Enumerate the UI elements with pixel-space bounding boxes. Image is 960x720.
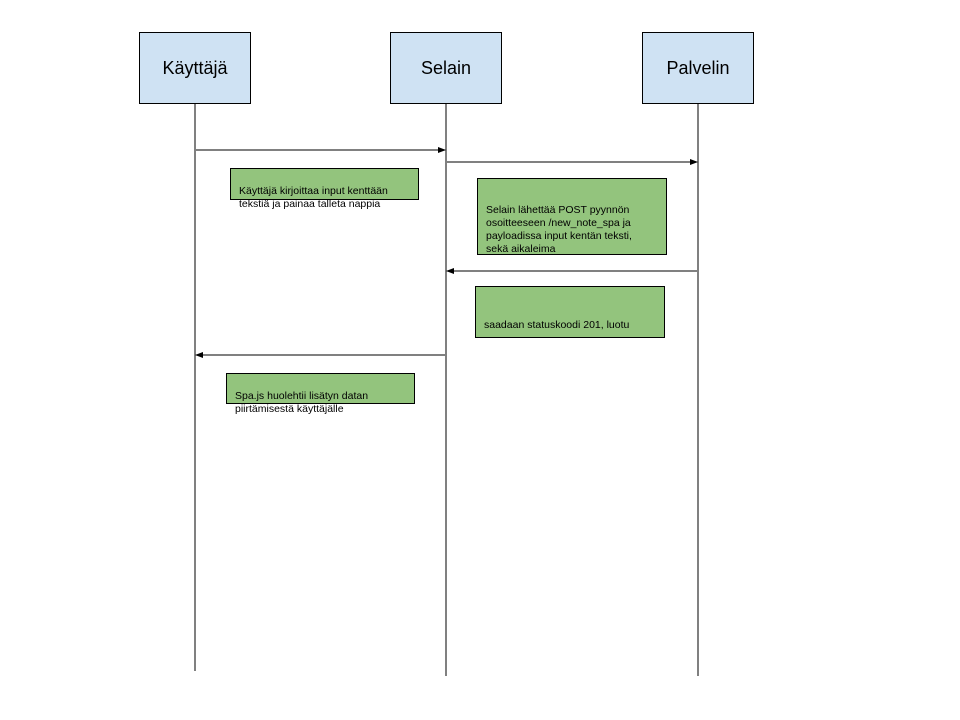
note-status-code: saadaan statuskoodi 201, luotu (475, 286, 665, 338)
note-post-request-text: Selain lähettää POST pyynnön osoitteesee… (486, 204, 632, 255)
actor-selain-label: Selain (420, 57, 472, 78)
note-post-request: Selain lähettää POST pyynnön osoitteesee… (477, 178, 667, 255)
actor-kayttaja: Käyttäjä (139, 32, 251, 104)
note-user-input-text: Käyttäjä kirjoittaa input kenttään tekst… (239, 185, 388, 210)
actor-kayttaja-label: Käyttäjä (162, 57, 228, 78)
note-spa-render: Spa.js huolehtii lisätyn datan piirtämis… (226, 373, 415, 415)
actor-selain: Selain (390, 32, 502, 104)
note-user-input: Käyttäjä kirjoittaa input kenttään tekst… (230, 168, 419, 210)
note-status-code-text: saadaan statuskoodi 201, luotu (484, 319, 630, 331)
actor-palvelin-label: Palvelin (666, 57, 730, 78)
note-spa-render-text: Spa.js huolehtii lisätyn datan piirtämis… (235, 390, 369, 415)
actor-palvelin: Palvelin (642, 32, 754, 104)
